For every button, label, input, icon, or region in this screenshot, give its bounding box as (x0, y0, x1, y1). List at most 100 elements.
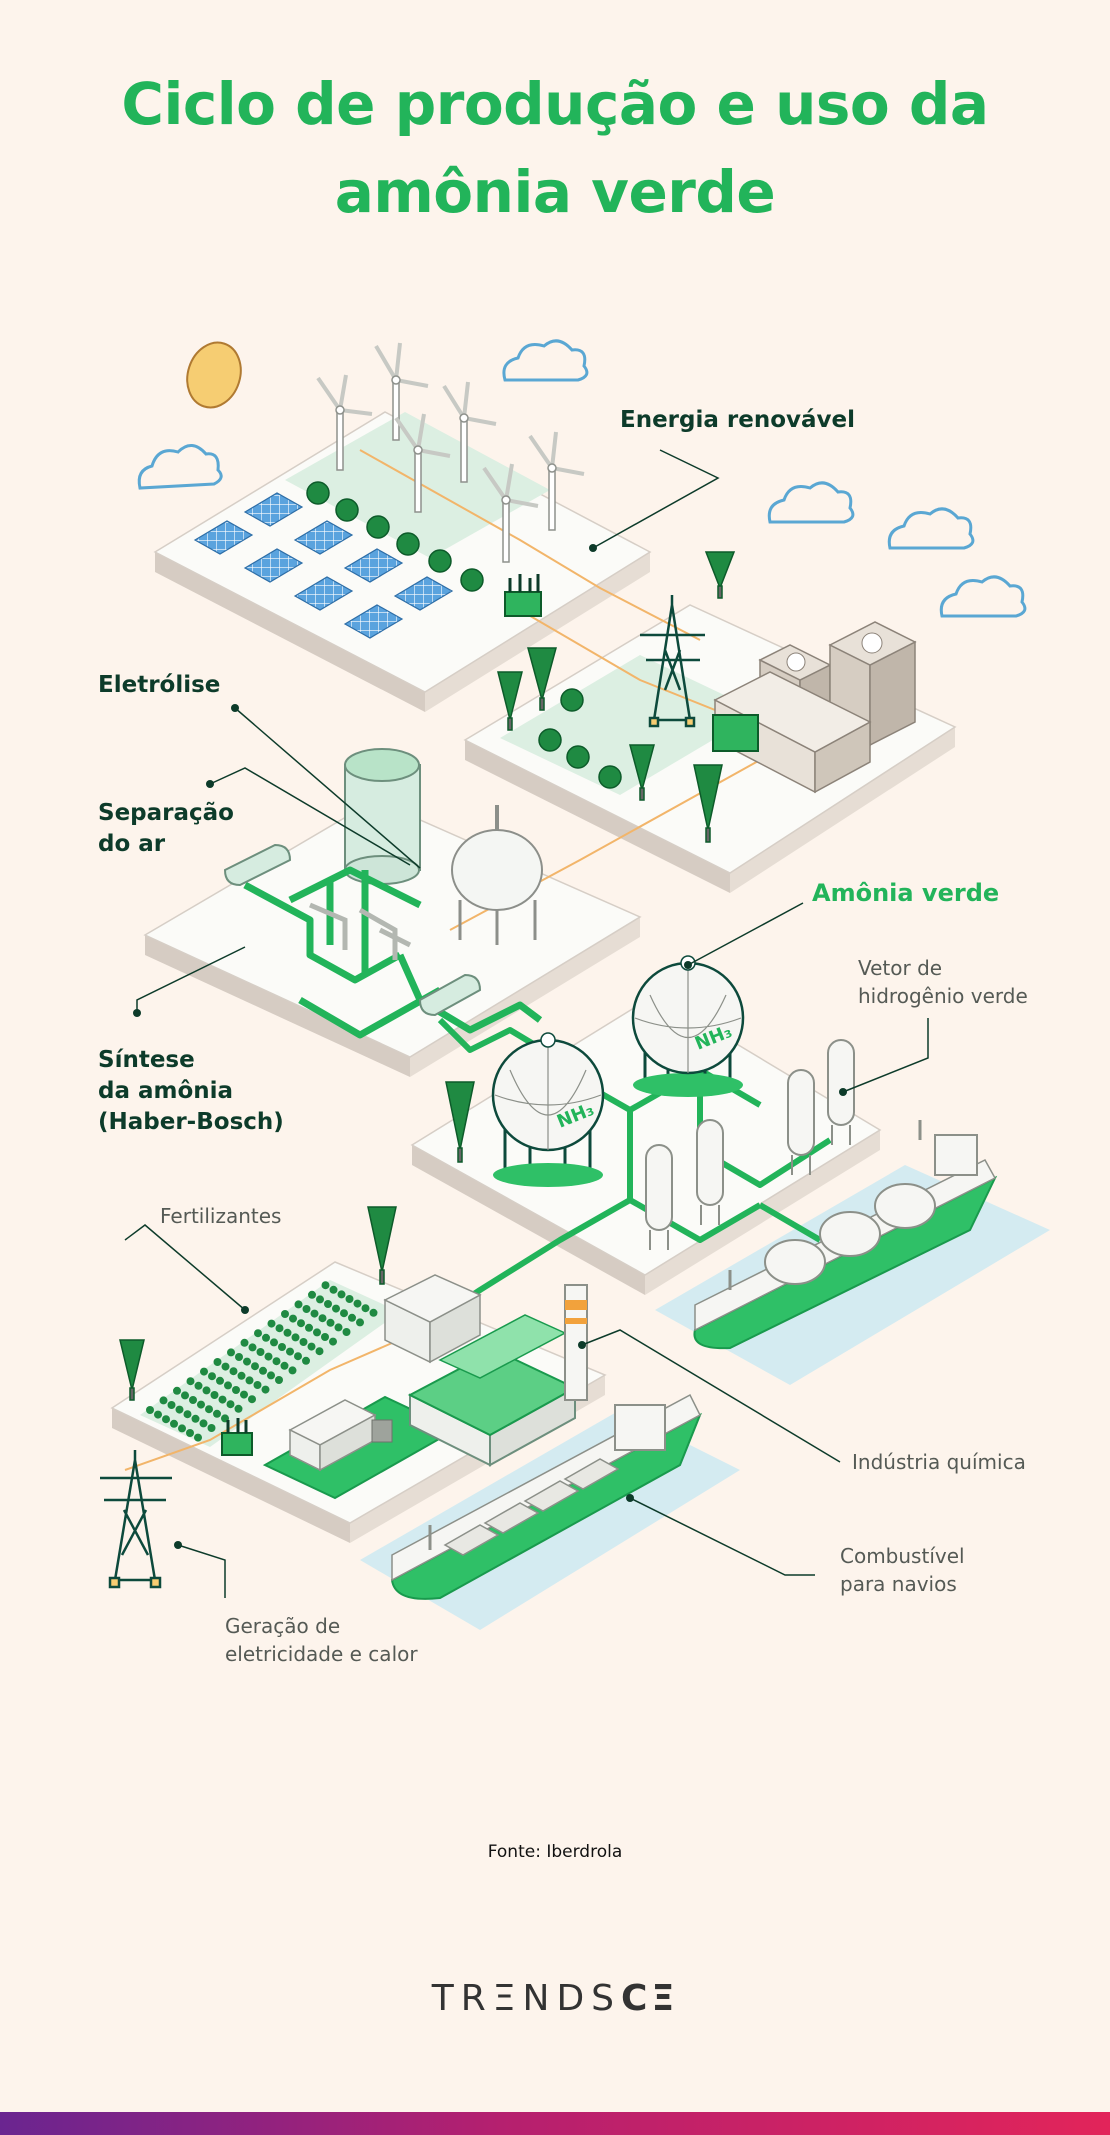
crop-dot (332, 1304, 340, 1313)
crop-dot (307, 1342, 316, 1351)
crop-dot (178, 1424, 186, 1433)
sun-icon (186, 341, 242, 409)
trees (497, 551, 736, 843)
crop-dot (348, 1313, 356, 1322)
wind-turbines (316, 342, 585, 563)
crop-dot (235, 1353, 243, 1361)
crop-dot (324, 1300, 332, 1308)
label-sintese-amonia: Síntese da amônia (Haber-Bosch) (98, 1045, 284, 1138)
crop-dot (240, 1338, 249, 1347)
crop-dot (240, 1390, 248, 1399)
crop-dot (315, 1347, 324, 1356)
crop-dot (200, 1367, 208, 1376)
ammonia-tanker-ship (693, 1120, 998, 1350)
crop-dot (289, 1314, 297, 1323)
crop-dot (261, 1385, 270, 1394)
crop-dot (302, 1356, 310, 1365)
pylon-icon (640, 595, 705, 728)
page-title: Ciclo de produção e uso da amônia verde (0, 60, 1110, 236)
crop-dot (170, 1419, 178, 1428)
crop-dot (229, 1367, 238, 1376)
cylinder-tanks (645, 1039, 855, 1250)
crop-dot (216, 1376, 224, 1385)
crop-dot (243, 1357, 251, 1366)
cloud-icon (137, 339, 1027, 618)
platform-renewable (153, 411, 652, 712)
crop-dot (167, 1401, 176, 1409)
crop-dot (275, 1324, 284, 1333)
electrolyser-tank (344, 748, 421, 885)
crop-dot (286, 1347, 294, 1356)
crop-dot (342, 1328, 351, 1336)
crop-dot (262, 1333, 270, 1342)
label-line: Geração de (225, 1614, 341, 1638)
crop-dot (316, 1295, 324, 1304)
label-industria-quimica: Indústria química (852, 1450, 1026, 1474)
transformer-icon (504, 574, 542, 617)
platform-storage (410, 994, 882, 1295)
crop-dot (146, 1406, 154, 1414)
label-line: do ar (98, 831, 166, 857)
crop-dot (259, 1366, 267, 1375)
crop-dot (234, 1404, 243, 1413)
crop-dot (278, 1343, 286, 1351)
crop-dot (283, 1328, 292, 1337)
label-energia-renovavel: Energia renovável (620, 407, 856, 433)
crop-dot (340, 1309, 348, 1318)
spherical-tank-2 (631, 955, 745, 1097)
label-line: (Haber-Bosch) (98, 1109, 284, 1135)
label-line: para navios (840, 1572, 957, 1596)
crop-dot (162, 1415, 170, 1424)
bushes (306, 481, 622, 789)
crop-dot (267, 1371, 275, 1380)
crop-dot (227, 1348, 235, 1357)
crop-dot (248, 1343, 257, 1352)
truck-icon (288, 1399, 393, 1472)
crop-dot (232, 1386, 240, 1394)
label-line: eletricidade e calor (225, 1642, 418, 1666)
crop-dot (267, 1319, 276, 1328)
crop-dot (254, 1329, 262, 1338)
label-line: Combustível (840, 1544, 965, 1568)
label-line: Vetor de (858, 956, 943, 980)
crop-dot (186, 1377, 195, 1386)
tree (445, 1081, 475, 1163)
crop-dot (313, 1328, 321, 1337)
leader-dots (133, 544, 847, 1549)
crop-dot (318, 1314, 327, 1323)
trees-uses (119, 1206, 397, 1401)
label-fertilizantes: Fertilizantes (160, 1204, 282, 1228)
fertilizer-field (146, 1281, 378, 1442)
crop-dot (202, 1386, 211, 1395)
crop-dot (197, 1400, 205, 1409)
crop-dot (264, 1352, 273, 1361)
crop-dot (205, 1405, 213, 1414)
crop-dot (308, 1290, 316, 1299)
crop-dot (305, 1323, 313, 1332)
crop-dot (213, 1409, 221, 1418)
pylon-large-icon (100, 1450, 172, 1589)
synthesis-pipes-grey (309, 902, 412, 960)
crop-dot (369, 1308, 378, 1317)
crop-dot (221, 1362, 230, 1371)
air-separation-tank (451, 805, 543, 945)
label-line: Síntese (98, 1047, 195, 1073)
crop-dot (302, 1305, 311, 1313)
crop-dot (361, 1304, 370, 1313)
crop-dot (288, 1366, 297, 1375)
crop-dot (210, 1391, 219, 1399)
crop-dot (281, 1310, 289, 1318)
label-amonia-verde: Amônia verde (812, 879, 1000, 907)
crop-dot (353, 1299, 362, 1308)
crop-dot (256, 1348, 265, 1356)
crop-dot (181, 1391, 189, 1400)
crop-dot (173, 1386, 181, 1395)
crop-dot (294, 1352, 302, 1361)
crop-dot (329, 1337, 337, 1346)
title-line-1: Ciclo de produção e uso da (121, 70, 989, 138)
crop-dot (275, 1376, 283, 1384)
crop-dot (334, 1323, 343, 1332)
crop-dot (194, 1433, 202, 1442)
